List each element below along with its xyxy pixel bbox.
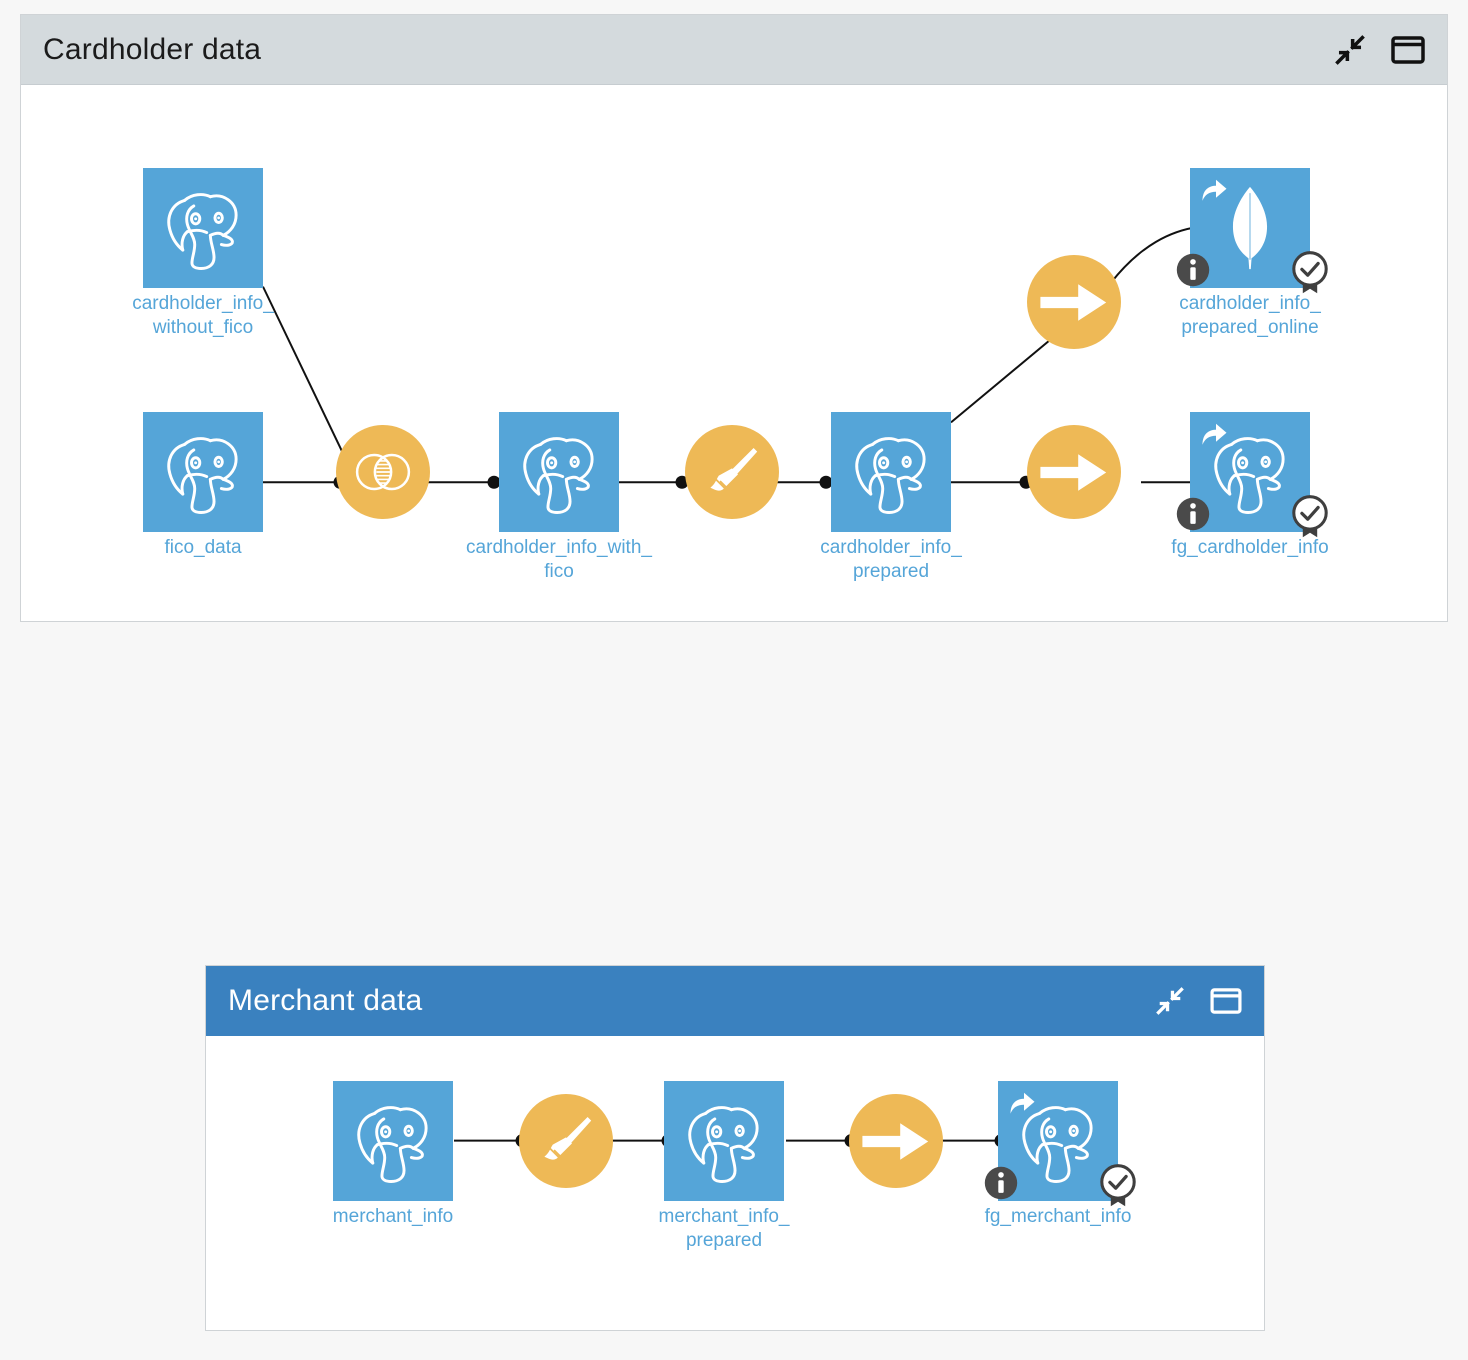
- postgresql-icon: [664, 1081, 784, 1201]
- panel-title-cardholder: Cardholder data: [43, 32, 262, 66]
- node-label: cardholder_info_without_fico: [132, 293, 274, 338]
- node-surface[interactable]: [336, 425, 430, 519]
- panel-header-cardholder: Cardholder data: [21, 15, 1447, 85]
- node-surface[interactable]: [849, 1094, 943, 1188]
- edge-prepared-to-ingest-online: [950, 331, 1060, 424]
- postgresql-icon: [143, 412, 263, 532]
- panel-merchant-data: Merchant data: [205, 965, 1265, 1331]
- node-surface[interactable]: [143, 168, 263, 288]
- join-icon: [336, 425, 430, 519]
- graph-merchant: merchant_info: [206, 1036, 1264, 1330]
- arrow-right-icon: [1027, 425, 1121, 519]
- broom-icon: [685, 425, 779, 519]
- node-surface[interactable]: [685, 425, 779, 519]
- node-surface[interactable]: [1027, 255, 1121, 349]
- postgresql-icon: [831, 412, 951, 532]
- node-label: merchant_info: [332, 1206, 454, 1227]
- node-surface[interactable]: [499, 412, 619, 532]
- certified-icon[interactable]: [1290, 494, 1330, 538]
- edge-layer-cardholder: [262, 220, 1206, 489]
- panel-header-merchant: Merchant data: [206, 966, 1264, 1036]
- info-icon[interactable]: [1175, 496, 1211, 532]
- header-actions-merchant: [1156, 987, 1242, 1015]
- node-surface[interactable]: [664, 1081, 784, 1201]
- node-surface[interactable]: [1027, 425, 1121, 519]
- postgresql-icon: [143, 168, 263, 288]
- broom-icon: [519, 1094, 613, 1188]
- window-icon[interactable]: [1210, 988, 1242, 1014]
- graph-cardholder: cardholder_info_without_fico fico_data: [21, 85, 1447, 621]
- info-icon[interactable]: [983, 1165, 1019, 1201]
- node-surface[interactable]: [143, 412, 263, 532]
- node-label: fico_data: [164, 537, 242, 558]
- node-label: fg_cardholder_info: [1171, 537, 1329, 558]
- node-label: cardholder_info_prepared_online: [1179, 293, 1321, 338]
- panel-cardholder-data: Cardholder data: [20, 14, 1448, 622]
- node-label: merchant_info_prepared: [658, 1206, 790, 1251]
- panel-title-merchant: Merchant data: [228, 984, 423, 1017]
- postgresql-icon: [499, 412, 619, 532]
- info-icon[interactable]: [1175, 252, 1211, 288]
- node-label: cardholder_info_prepared: [820, 537, 962, 582]
- certified-icon[interactable]: [1290, 250, 1330, 294]
- node-surface[interactable]: [831, 412, 951, 532]
- node-surface[interactable]: [333, 1081, 453, 1201]
- certified-icon[interactable]: [1098, 1163, 1138, 1207]
- panel-body-merchant: merchant_info: [206, 1036, 1264, 1330]
- edge-without-fico-to-join: [262, 286, 355, 477]
- node-surface[interactable]: [519, 1094, 613, 1188]
- arrow-right-icon: [1027, 255, 1121, 349]
- collapse-icon[interactable]: [1335, 35, 1365, 65]
- postgresql-icon: [333, 1081, 453, 1201]
- panel-body-cardholder: cardholder_info_without_fico fico_data: [21, 85, 1447, 621]
- window-icon[interactable]: [1391, 36, 1425, 64]
- node-label: fg_merchant_info: [984, 1206, 1132, 1227]
- header-actions-cardholder: [1335, 35, 1425, 65]
- collapse-icon[interactable]: [1156, 987, 1184, 1015]
- node-label: cardholder_info_with_fico: [466, 537, 652, 582]
- arrow-right-icon: [849, 1094, 943, 1188]
